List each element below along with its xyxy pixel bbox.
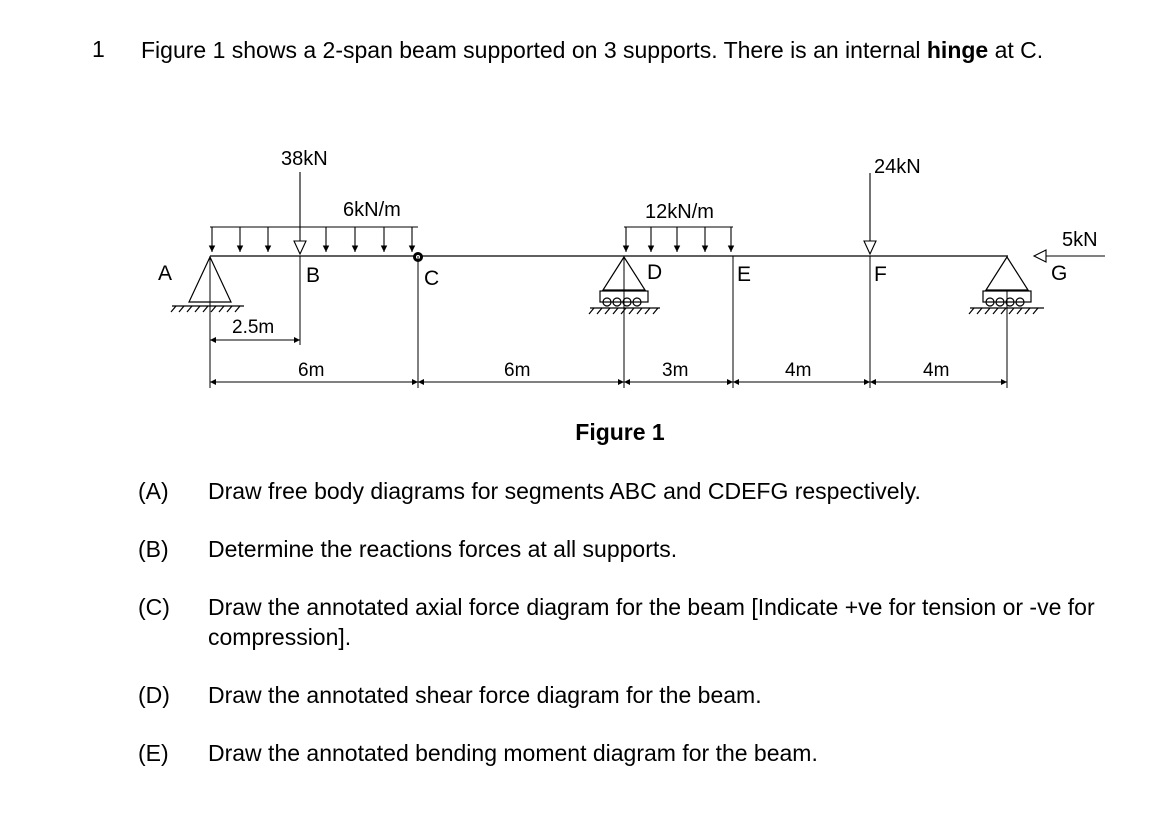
dim-label-ab: 2.5m (232, 317, 274, 338)
label-d: D (647, 261, 662, 284)
part-a: (A) Draw free body diagrams for segments… (138, 476, 1113, 506)
part-text: Draw free body diagrams for segments ABC… (208, 478, 921, 504)
part-e: (E) Draw the annotated bending moment di… (138, 738, 1113, 768)
label-f: F (874, 263, 887, 286)
part-label: (A) (138, 478, 169, 504)
question-intro: Figure 1 shows a 2-span beam supported o… (141, 36, 1111, 64)
axial-load-5kn (1032, 249, 1105, 263)
load-label-38kn: 38kN (281, 148, 328, 170)
intro-text-end: at C. (988, 37, 1044, 63)
part-label: (E) (138, 740, 169, 766)
dim-label-cd: 6m (504, 360, 530, 381)
label-e: E (737, 263, 751, 286)
label-c: C (424, 267, 439, 290)
part-label: (D) (138, 682, 170, 708)
udl-6kn-per-m (208, 226, 418, 252)
point-load-38kn (293, 172, 307, 256)
part-d: (D) Draw the annotated shear force diagr… (138, 680, 1113, 710)
load-label-24kn: 24kN (874, 156, 921, 178)
part-text: Draw the annotated shear force diagram f… (208, 682, 762, 708)
question-parts: (A) Draw free body diagrams for segments… (138, 476, 1113, 796)
part-text: Draw the annotated axial force diagram f… (208, 594, 1095, 650)
load-label-6kn-m: 6kN/m (343, 199, 401, 221)
point-load-24kn (863, 173, 877, 256)
part-text: Draw the annotated bending moment diagra… (208, 740, 818, 766)
part-b: (B) Determine the reactions forces at al… (138, 534, 1113, 564)
pin-support-a (170, 255, 244, 313)
dim-label-ef: 4m (785, 360, 811, 381)
part-c: (C) Draw the annotated axial force diagr… (138, 592, 1113, 652)
label-b: B (306, 264, 320, 287)
udl-12kn-per-m (622, 226, 735, 252)
roller-support-d (588, 255, 660, 315)
label-a: A (158, 262, 172, 285)
beam-figure: A B C D E F G 38kN 6kN/m 12kN/m 24kN 5kN… (158, 148, 1105, 388)
question-number: 1 (92, 36, 105, 62)
dimension-extension-lines (209, 256, 1008, 388)
dim-label-ac: 6m (298, 360, 324, 381)
dimension-lines (210, 337, 1007, 385)
part-text: Determine the reactions forces at all su… (208, 536, 678, 562)
figure-caption: Figure 1 (575, 419, 665, 445)
load-label-12kn-m: 12kN/m (645, 201, 714, 223)
dim-label-de: 3m (662, 360, 688, 381)
part-label: (C) (138, 594, 170, 620)
intro-hinge-bold: hinge (926, 37, 989, 63)
dim-label-fg: 4m (923, 360, 949, 381)
part-label: (B) (138, 536, 169, 562)
load-label-5kn: 5kN (1062, 229, 1098, 251)
intro-text-start: Figure 1 shows a 2-span beam supported o… (141, 37, 927, 63)
label-g: G (1051, 262, 1067, 285)
